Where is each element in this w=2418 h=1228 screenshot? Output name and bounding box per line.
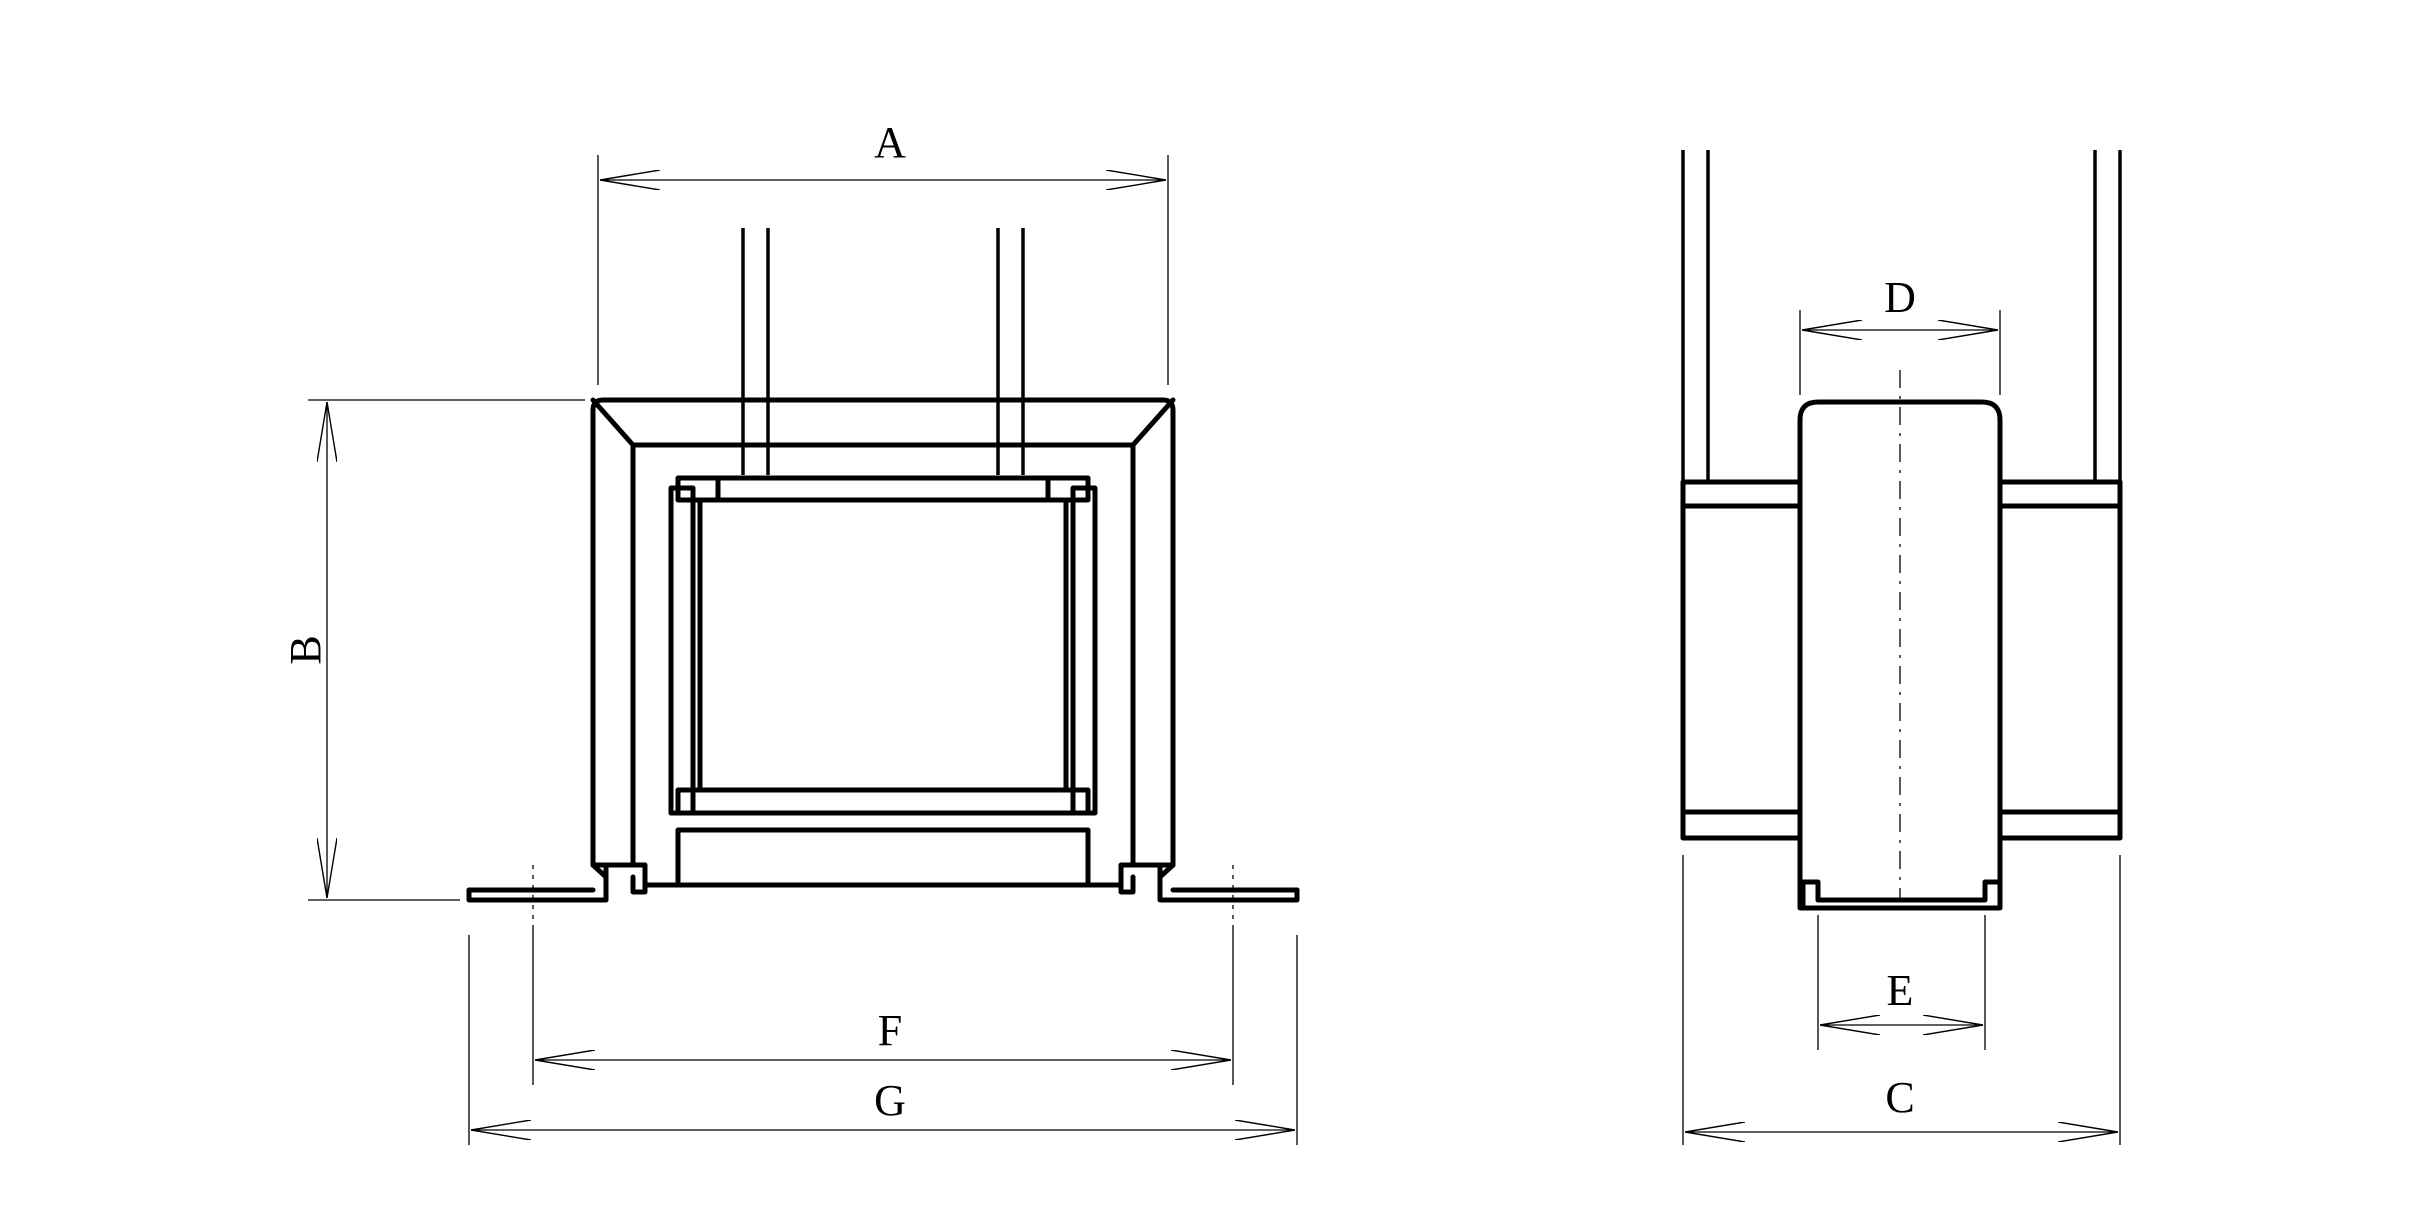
dim-b: [308, 399, 585, 901]
label-c: C: [1885, 1073, 1914, 1122]
dimension-lines: [308, 155, 2121, 1145]
dimension-labels: A B F G D E C: [281, 118, 1916, 1125]
label-d: D: [1884, 273, 1916, 322]
front-bobbin: [668, 475, 1098, 888]
label-g: G: [874, 1076, 906, 1125]
dim-a: [597, 155, 1169, 385]
front-lead-wires: [741, 228, 1025, 475]
dim-f: [532, 925, 1234, 1085]
side-lead-wires: [1681, 150, 2122, 482]
side-view: [1680, 150, 2123, 911]
front-frame: [590, 397, 1176, 868]
label-e: E: [1887, 966, 1914, 1015]
label-f: F: [878, 1006, 902, 1055]
side-bobbin: [1797, 399, 2003, 911]
label-a: A: [874, 118, 906, 167]
dim-e: [1817, 915, 1986, 1050]
dim-g: [468, 935, 1298, 1145]
front-mounting-feet: [466, 862, 1300, 903]
dim-d: [1799, 310, 2001, 395]
dim-c: [1682, 855, 2121, 1145]
side-core: [1680, 479, 2123, 841]
front-view: [466, 228, 1300, 925]
label-b: B: [281, 635, 330, 664]
